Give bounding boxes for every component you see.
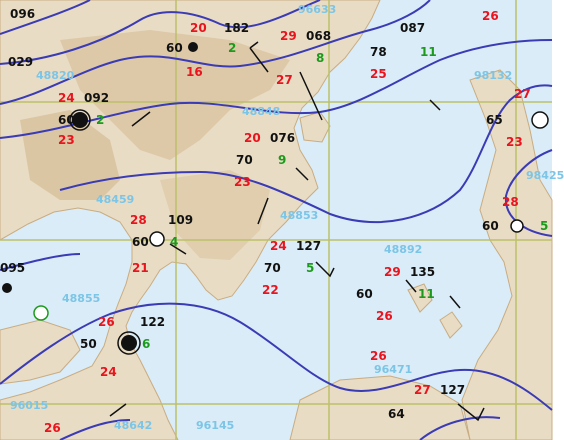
pressure-127-a: 127: [296, 239, 322, 253]
station-id-96471: 96471: [374, 363, 413, 376]
vis-78: 78: [370, 45, 387, 59]
pressure-029: 029: [8, 55, 34, 69]
green-6: 6: [142, 337, 151, 351]
dew-22: 22: [262, 283, 279, 297]
pressure-109: 109: [168, 213, 194, 227]
vis-60-a: 60: [166, 41, 183, 55]
temp-24-c: 24: [100, 365, 117, 379]
vis-60-e: 60: [482, 219, 499, 233]
vis-60-c: 60: [132, 235, 149, 249]
station-id-96633: 96633: [298, 3, 337, 16]
temp-26-c: 26: [44, 421, 61, 435]
green-11-b: 11: [420, 45, 437, 59]
temp-20-b: 20: [244, 131, 261, 145]
temp-26-d: 26: [370, 349, 387, 363]
green-9: 9: [278, 153, 287, 167]
dew-27: 27: [276, 73, 293, 87]
pressure-092: 092: [84, 91, 110, 105]
temp-28-b: 28: [502, 195, 519, 209]
green-5-b: 5: [540, 219, 549, 233]
dew-21: 21: [132, 261, 149, 275]
station-id-98425: 98425: [526, 169, 564, 182]
green-2-b: 2: [96, 113, 105, 127]
dew-25: 25: [370, 67, 387, 81]
pressure-095: 095: [0, 261, 26, 275]
pressure-182: 182: [224, 21, 250, 35]
wind-barbs: [109, 41, 485, 422]
dew-23-b: 23: [234, 175, 251, 189]
station-id-48459: 48459: [96, 193, 135, 206]
station-id-48853: 48853: [280, 209, 319, 222]
station-id-48642: 48642: [114, 419, 153, 432]
land-island-2: [439, 311, 463, 339]
station-id-48848: 48848: [242, 105, 281, 118]
station-markers: [2, 42, 549, 355]
green-2-a: 2: [228, 41, 237, 55]
pressure-096: 096: [10, 7, 36, 21]
station-id-98132: 98132: [474, 69, 513, 82]
pressure-127-b: 127: [440, 383, 466, 397]
temp-27-b: 27: [514, 87, 531, 101]
vis-64: 64: [388, 407, 405, 421]
vis-50: 50: [80, 337, 97, 351]
station-id-48855: 48855: [62, 292, 101, 305]
temp-24-a: 24: [58, 91, 75, 105]
dew-26: 26: [376, 309, 393, 323]
land-borneo: [289, 375, 471, 440]
temp-20-a: 20: [190, 21, 207, 35]
temp-27-a: 27: [414, 383, 431, 397]
land-shade-central: [160, 170, 270, 260]
vis-70-a: 70: [236, 153, 253, 167]
pressure-068: 068: [306, 29, 332, 43]
dew-16: 16: [186, 65, 203, 79]
green-11-a: 11: [418, 287, 435, 301]
pressure-087: 087: [400, 21, 426, 35]
temp-29-b: 29: [384, 265, 401, 279]
vis-65: 65: [486, 113, 503, 127]
green-8: 8: [316, 51, 325, 65]
station-id-96145: 96145: [196, 419, 235, 432]
station-id-48892: 48892: [384, 243, 423, 256]
temp-24-b: 24: [270, 239, 287, 253]
vis-60-b: 60: [58, 113, 75, 127]
land-shade-west: [20, 110, 120, 200]
pressure-122: 122: [140, 315, 166, 329]
land-shade-north: [60, 30, 290, 160]
temp-26-a: 26: [98, 315, 115, 329]
vis-70-b: 70: [264, 261, 281, 275]
pressure-076: 076: [270, 131, 296, 145]
vis-60-d: 60: [356, 287, 373, 301]
temp-28-a: 28: [130, 213, 147, 227]
temp-26-b: 26: [482, 9, 499, 23]
dew-23-a: 23: [58, 133, 75, 147]
pressure-135: 135: [410, 265, 436, 279]
temp-29-a: 29: [280, 29, 297, 43]
station-id-96015: 96015: [10, 399, 49, 412]
land-island-1: [407, 283, 433, 313]
dew-23-c: 23: [506, 135, 523, 149]
station-id-48820: 48820: [36, 69, 75, 82]
green-4: 4: [170, 235, 179, 249]
green-5-a: 5: [306, 261, 315, 275]
